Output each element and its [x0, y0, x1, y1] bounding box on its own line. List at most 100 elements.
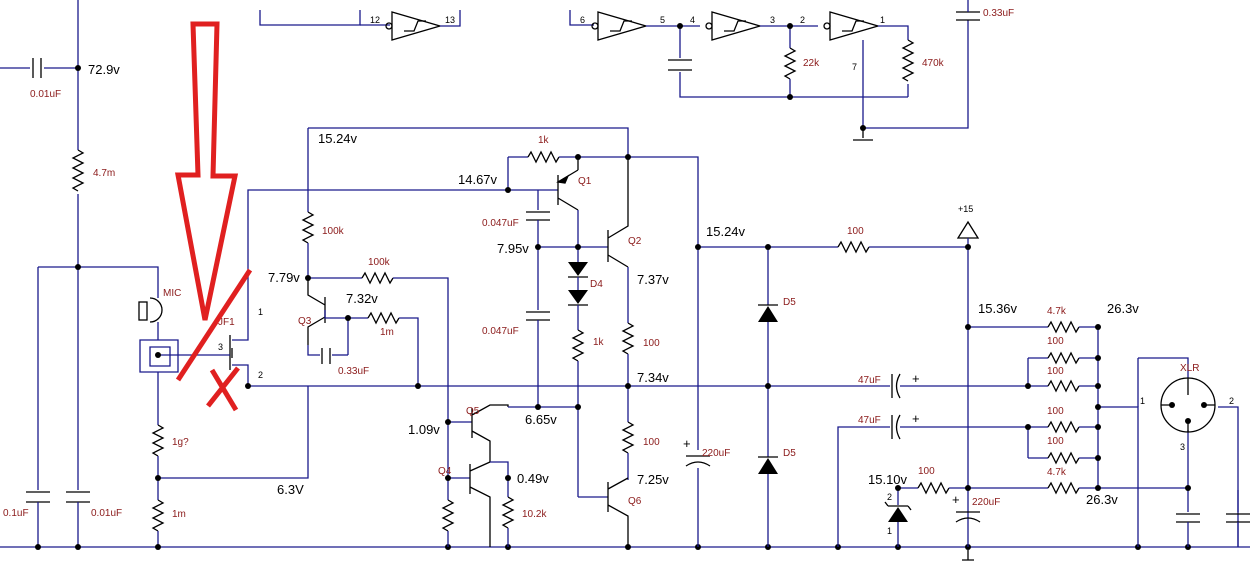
zener-pin-1: 1 — [887, 526, 892, 536]
diode-d5-upper-label: D5 — [783, 297, 796, 308]
capacitor-47uf-b-label: 47uF — [858, 415, 881, 426]
voltage-7-34v: 7.34v — [637, 370, 669, 385]
mic-label: MIC — [163, 288, 181, 299]
voltage-1-09v: 1.09v — [408, 422, 440, 437]
red-down-arrow-icon — [174, 21, 239, 321]
resistor-4-7k-a-label: 4.7k — [1047, 306, 1067, 317]
resistor-100-rail-label: 100 — [847, 226, 864, 237]
resistor-1k-top-label: 1k — [538, 135, 550, 146]
resistor-100-3-label: 100 — [1047, 406, 1064, 417]
resistor-100k-a-label: 100k — [322, 226, 345, 237]
transistor-q3-label: Q3 — [298, 316, 312, 327]
resistor-100k-b-label: 100k — [368, 257, 391, 268]
diode-d4b-icon — [568, 290, 588, 304]
jfet-pin-3: 3 — [218, 342, 223, 352]
resistor-1g-label: 1g? — [172, 437, 189, 448]
resistor-1m-label: 1m — [380, 327, 394, 338]
voltage-7-37v: 7.37v — [637, 272, 669, 287]
pin-6: 6 — [580, 15, 585, 25]
diode-d5-lower-label: D5 — [783, 448, 796, 459]
pin-2: 2 — [800, 15, 805, 25]
plus-15-label: +15 — [958, 204, 973, 214]
capacitor-0-33uf-label: 0.33uF — [338, 366, 369, 377]
voltage-7-79v: 7.79v — [268, 270, 300, 285]
resistor-100-q6-label: 100 — [643, 437, 660, 448]
plus-15-supply-icon — [956, 220, 980, 239]
voltage-15-10v: 15.10v — [868, 472, 908, 487]
voltage-7-95v: 7.95v — [497, 241, 529, 256]
resistor-100-zener-label: 100 — [918, 466, 935, 477]
voltage-0-49v: 0.49v — [517, 471, 549, 486]
transistor-q1-label: Q1 — [578, 176, 592, 187]
voltage-26-3v-bottom: 26.3v — [1086, 492, 1118, 507]
jfet-jf1: JF1 1 3 2 — [158, 189, 508, 386]
jfet-label: JF1 — [218, 317, 235, 328]
transistor-q2-label: Q2 — [628, 236, 642, 247]
diode-d4a-icon — [568, 262, 588, 276]
mic-capsule: MIC — [138, 288, 181, 373]
red-x-mark-icon — [206, 366, 240, 412]
resistor-4-7m-label: 4.7m — [93, 168, 115, 179]
pin-1: 1 — [880, 15, 885, 25]
xlr-pin-1: 1 — [1140, 396, 1145, 406]
capacitor-0-1uf-label: 0.1uF — [3, 508, 29, 519]
stage-q1-q2: 1k 14.67v Q1 0.047uF 7.95v Q2 7.37v 100 … — [458, 135, 699, 497]
zener-pin-2: 2 — [887, 492, 892, 502]
diode-d5-upper-icon — [758, 306, 778, 322]
filter-capacitors-left: 0.1uF 0.01uF — [3, 491, 122, 547]
capacitor-0-047uf-b-label: 0.047uF — [482, 326, 519, 337]
capacitor-220uf-b-label: 220uF — [972, 497, 1000, 508]
voltage-26-3v-top: 26.3v — [1107, 301, 1139, 316]
transistor-q4-label: Q4 — [438, 466, 452, 477]
capacitor-220uf-a-plus: + — [683, 436, 691, 451]
capacitor-0-33uf-top — [956, 11, 980, 21]
gate-resistors: 1g? 1m 6.3V — [151, 372, 309, 547]
resistor-10-2k-label: 10.2k — [522, 509, 547, 520]
stage-q4-q5-q6: Q5 1.09v 6.65v Q4 0.49v 10.2k 100 7.25v … — [408, 404, 669, 547]
capacitor-47uf-b-plus: + — [912, 411, 920, 426]
pin-4: 4 — [690, 15, 695, 25]
capacitor-0-33uf-top-label: 0.33uF — [983, 8, 1014, 19]
resistor-100-1-label: 100 — [1047, 336, 1064, 347]
output-stage: 47uF + 47uF + 15.36v 4.7k 26.3v 100 100 … — [837, 301, 1250, 547]
bias-supply: 72.9v 0.01uF 4.7m — [0, 0, 159, 490]
xlr-label: XLR — [1180, 363, 1199, 374]
resistor-100-2-label: 100 — [1047, 366, 1064, 377]
pin-5: 5 — [660, 15, 665, 25]
capacitor-0-01uf-label: 0.01uF — [91, 508, 122, 519]
capacitor-47uf-a-label: 47uF — [858, 375, 881, 386]
voltage-14-67v: 14.67v — [458, 172, 498, 187]
stage-q3: 15.24v 100k 7.79v 100k 7.32v 1m 0.33uF Q… — [245, 127, 838, 422]
capacitor-220uf-a-label: 220uF — [702, 448, 730, 459]
jfet-pin-1: 1 — [258, 307, 263, 317]
red-annotation — [174, 21, 253, 412]
xlr-pin-3: 3 — [1180, 442, 1185, 452]
pin-7: 7 — [852, 62, 857, 72]
transistor-q6-label: Q6 — [628, 496, 642, 507]
timing-capacitor — [668, 59, 692, 71]
voltage-15-36v: 15.36v — [978, 301, 1018, 316]
resistor-4-7k-b-label: 4.7k — [1047, 467, 1067, 478]
resistor-22k-label: 22k — [803, 58, 820, 69]
capacitor-0-01uf-top-label: 0.01uF — [30, 89, 61, 100]
xlr-connector: XLR 1 2 3 — [1140, 363, 1234, 452]
resistor-470k-label: 470k — [922, 58, 945, 69]
jfet-pin-2: 2 — [258, 370, 263, 380]
resistor-1k-mid-label: 1k — [593, 337, 605, 348]
capacitor-47uf-a-plus: + — [912, 371, 920, 386]
voltage-6-65v: 6.65v — [525, 412, 557, 427]
voltage-15-24v-a: 15.24v — [318, 131, 358, 146]
resistor-100-q2-label: 100 — [643, 338, 660, 349]
red-strike-line — [175, 268, 253, 382]
capacitor-0-01uf-top — [32, 58, 42, 78]
xlr-pin-2: 2 — [1229, 396, 1234, 406]
voltage-6-3v: 6.3V — [277, 482, 304, 497]
zener-diode-icon — [888, 507, 908, 522]
capacitor-0-047uf-a-label: 0.047uF — [482, 218, 519, 229]
transistor-q5-label: Q5 — [466, 406, 480, 417]
diode-d4-label: D4 — [590, 279, 603, 290]
voltage-7-32v: 7.32v — [346, 291, 378, 306]
supply-rail: 15.24v 100 +15 + 220uF D5 D5 — [683, 204, 980, 547]
pin-3: 3 — [770, 15, 775, 25]
